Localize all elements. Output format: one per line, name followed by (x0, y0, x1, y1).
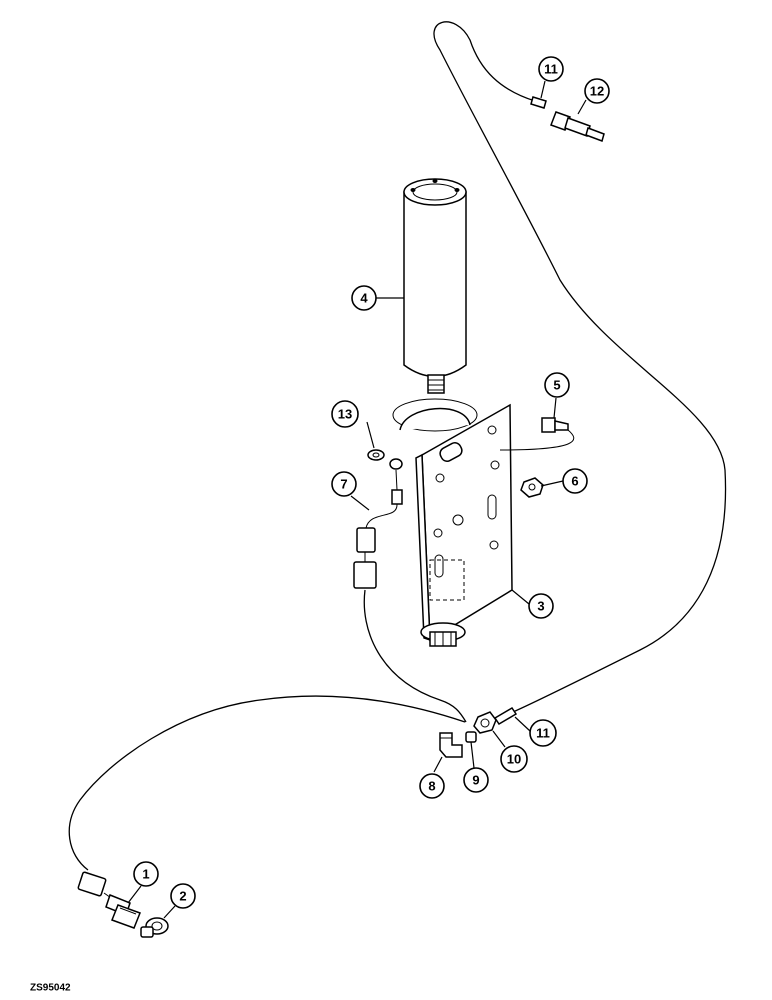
callout-4: 4 (351, 285, 377, 311)
svg-text:3: 3 (537, 599, 544, 614)
callout-11-bottom: 11 (529, 719, 557, 747)
part-7-wire-harness (353, 458, 403, 589)
part-10-nut-fitting (473, 711, 497, 734)
callout-8: 8 (419, 773, 445, 799)
callout-12: 12 (584, 78, 610, 104)
part-11-upper-sleeve (530, 96, 547, 109)
svg-text:8: 8 (428, 779, 435, 794)
part-9-adapter (465, 731, 477, 743)
callout-7: 7 (331, 471, 357, 497)
callout-5: 5 (544, 372, 570, 398)
callout-9: 9 (463, 767, 489, 793)
part-13-washer (367, 449, 385, 461)
part-8-elbow-fitting (439, 732, 463, 758)
svg-text:2: 2 (179, 889, 186, 904)
svg-text:11: 11 (544, 62, 558, 77)
svg-text:5: 5 (553, 378, 560, 393)
svg-text:1: 1 (142, 867, 149, 882)
part-1-pressure-switch (77, 871, 141, 929)
part-3-mounting-bracket (392, 398, 513, 647)
part-11-lower-sleeve (493, 706, 518, 726)
callout-6: 6 (562, 468, 588, 494)
callout-10: 10 (500, 745, 528, 773)
svg-text:10: 10 (507, 752, 521, 767)
part-12-sensor (550, 111, 605, 142)
callout-1: 1 (133, 861, 159, 887)
wire-loop-bottom (68, 589, 467, 871)
wire-loop-top (433, 21, 727, 713)
callout-3: 3 (528, 593, 554, 619)
svg-text:11: 11 (536, 726, 550, 741)
svg-text:12: 12 (590, 84, 604, 99)
callout-2: 2 (170, 883, 196, 909)
part-6-nut (520, 477, 544, 498)
svg-text:9: 9 (472, 773, 479, 788)
part-4-filter-canister (403, 178, 467, 394)
figure-code: ZS95042 (30, 982, 71, 994)
svg-text:13: 13 (338, 407, 352, 422)
part-5-bolt (499, 417, 575, 451)
callout-13: 13 (331, 400, 359, 428)
part-2-adapter (140, 917, 169, 938)
leader-lines (127, 80, 587, 919)
svg-text:4: 4 (360, 291, 368, 306)
svg-text:7: 7 (340, 477, 347, 492)
callout-11-top: 11 (538, 56, 564, 82)
svg-text:6: 6 (571, 474, 578, 489)
